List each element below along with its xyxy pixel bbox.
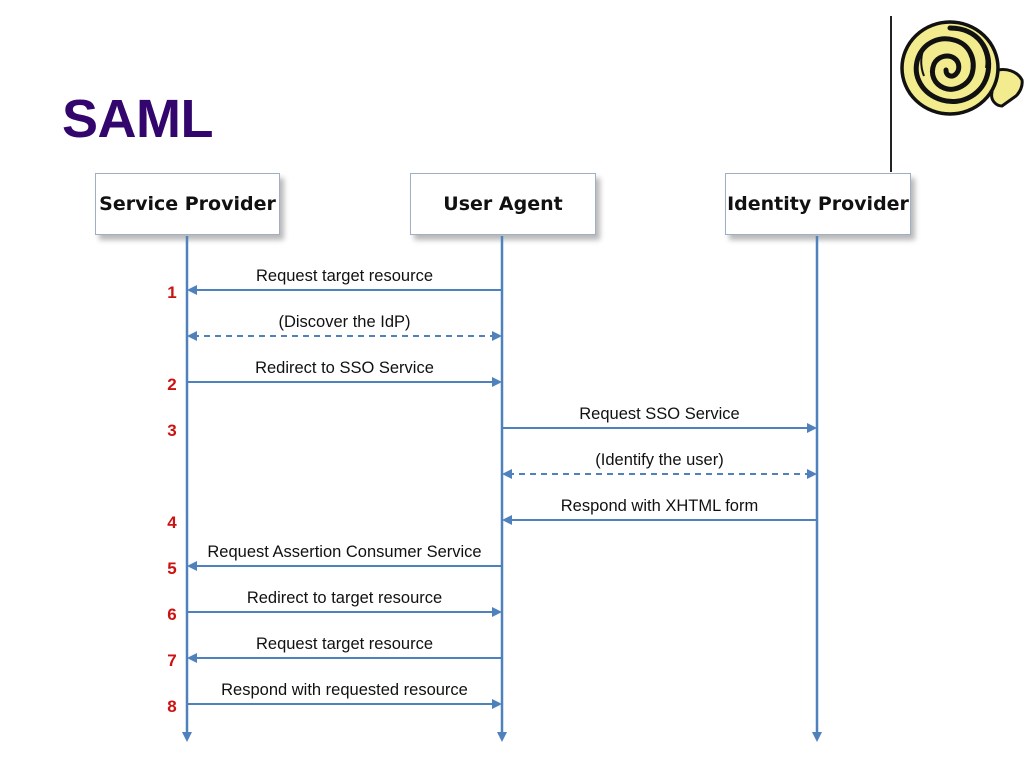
arrowhead-4	[807, 423, 817, 433]
lifeline-end-arrow-ua	[497, 732, 507, 742]
message-label-2: (Discover the IdP)	[278, 313, 410, 331]
step-number-8: 8	[167, 697, 176, 716]
arrowhead-8	[492, 607, 502, 617]
step-number-2: 2	[167, 375, 176, 394]
arrowhead-1	[187, 285, 197, 295]
lifeline-end-arrow-sp	[182, 732, 192, 742]
message-label-8: Redirect to target resource	[247, 589, 442, 607]
arrowhead-9	[187, 653, 197, 663]
scroll-icon	[900, 20, 1024, 116]
step-number-6: 6	[167, 605, 176, 624]
arrowhead-5	[807, 469, 817, 479]
arrowhead-back-5	[502, 469, 512, 479]
message-label-3: Redirect to SSO Service	[255, 359, 434, 377]
actor-user-agent: User Agent	[410, 173, 596, 235]
message-label-4: Request SSO Service	[579, 405, 740, 423]
message-label-1: Request target resource	[256, 267, 433, 285]
arrowhead-3	[492, 377, 502, 387]
step-number-7: 7	[167, 651, 176, 670]
step-number-1: 1	[167, 283, 176, 302]
arrowhead-6	[502, 515, 512, 525]
step-number-3: 3	[167, 421, 176, 440]
step-number-5: 5	[167, 559, 176, 578]
message-label-6: Respond with XHTML form	[561, 497, 758, 515]
lifeline-end-arrow-idp	[812, 732, 822, 742]
message-label-9: Request target resource	[256, 635, 433, 653]
message-label-5: (Identify the user)	[595, 451, 723, 469]
arrowhead-10	[492, 699, 502, 709]
message-label-7: Request Assertion Consumer Service	[207, 543, 481, 561]
message-label-10: Respond with requested resource	[221, 681, 468, 699]
arrowhead-back-2	[187, 331, 197, 341]
step-number-4: 4	[167, 513, 177, 532]
arrowhead-2	[492, 331, 502, 341]
slide-title: SAML	[62, 89, 213, 149]
arrowhead-7	[187, 561, 197, 571]
vertical-divider	[890, 16, 892, 172]
actor-identity-provider: Identity Provider	[725, 173, 911, 235]
actor-service-provider: Service Provider	[95, 173, 280, 235]
